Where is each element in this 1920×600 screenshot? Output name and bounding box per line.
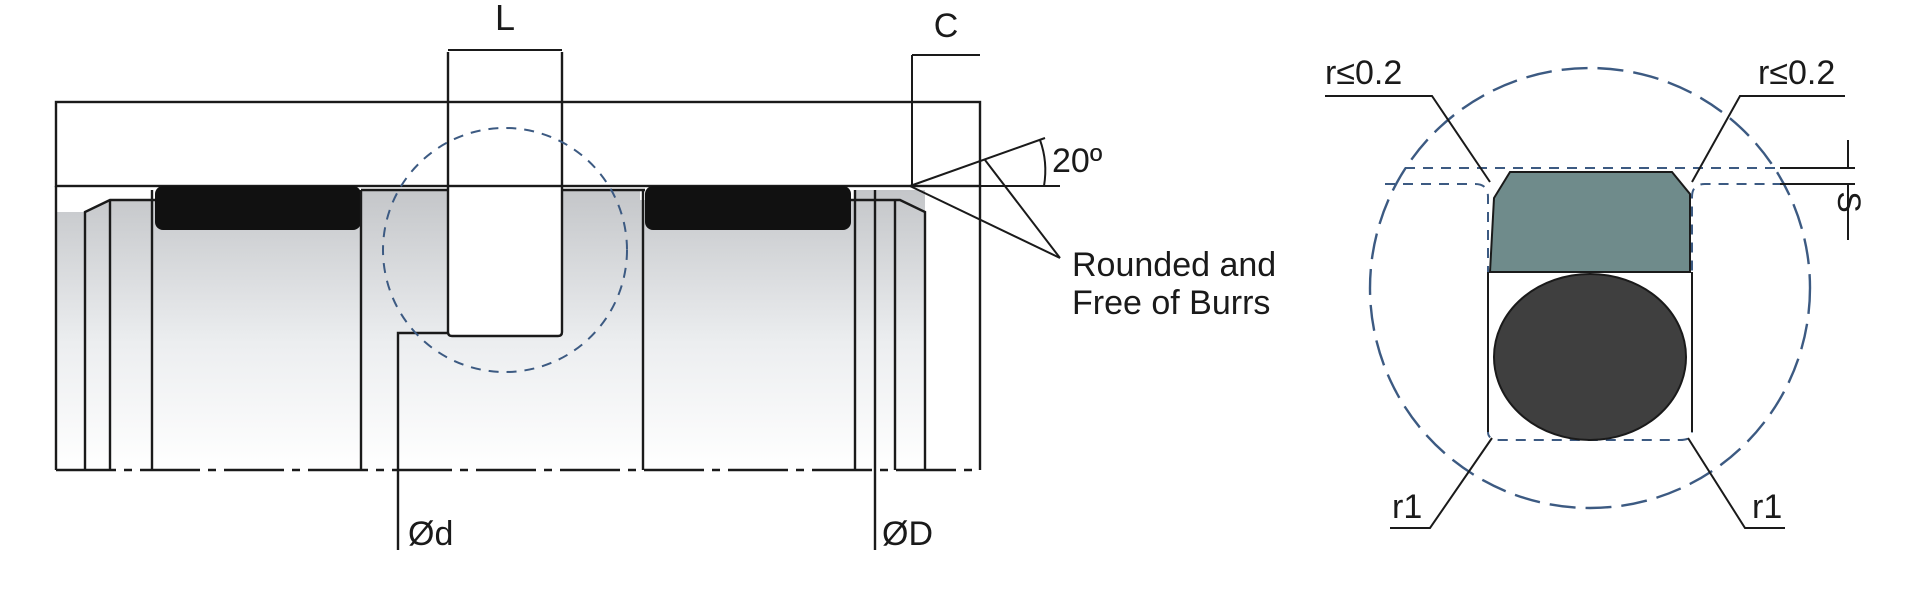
rod-body bbox=[56, 190, 925, 470]
cross-section-view: L C 20º Rounded and Free of Burrs Ød ØD bbox=[54, 0, 1276, 553]
gap-label: S bbox=[1831, 191, 1867, 212]
outer-diameter-label: ØD bbox=[882, 515, 933, 553]
gap-dimension: S bbox=[1780, 140, 1867, 240]
detail-view: S r≤0.2 r≤0.2 r1 r1 bbox=[1325, 54, 1867, 529]
chamfer-label: C bbox=[934, 7, 959, 45]
detail-circle bbox=[1368, 66, 1812, 510]
radius-top-right-label: r≤0.2 bbox=[1758, 54, 1835, 92]
o-ring bbox=[1493, 273, 1687, 441]
body-outline bbox=[54, 52, 982, 550]
edge-note-line2: Free of Burrs bbox=[1072, 284, 1270, 322]
inner-diameter-label: Ød bbox=[408, 515, 453, 553]
radius-bottom-left-label: r1 bbox=[1392, 488, 1422, 526]
seal-band-left bbox=[155, 186, 361, 230]
center-groove bbox=[448, 185, 562, 335]
radius-top-left-label: r≤0.2 bbox=[1325, 54, 1402, 92]
housing-bar bbox=[54, 100, 982, 188]
angle-label: 20º bbox=[1052, 142, 1102, 180]
seal-ring bbox=[1488, 171, 1691, 273]
angle-annotation: 20º Rounded and Free of Burrs bbox=[909, 137, 1276, 322]
chamfer-dimension: C bbox=[911, 7, 980, 186]
length-label: L bbox=[495, 0, 515, 38]
detail-circle-marker bbox=[382, 127, 628, 373]
edge-note-line1: Rounded and bbox=[1072, 246, 1276, 284]
radius-bottom-right-label: r1 bbox=[1752, 488, 1782, 526]
seal-band-right bbox=[645, 186, 851, 230]
length-dimension: L bbox=[448, 0, 562, 51]
